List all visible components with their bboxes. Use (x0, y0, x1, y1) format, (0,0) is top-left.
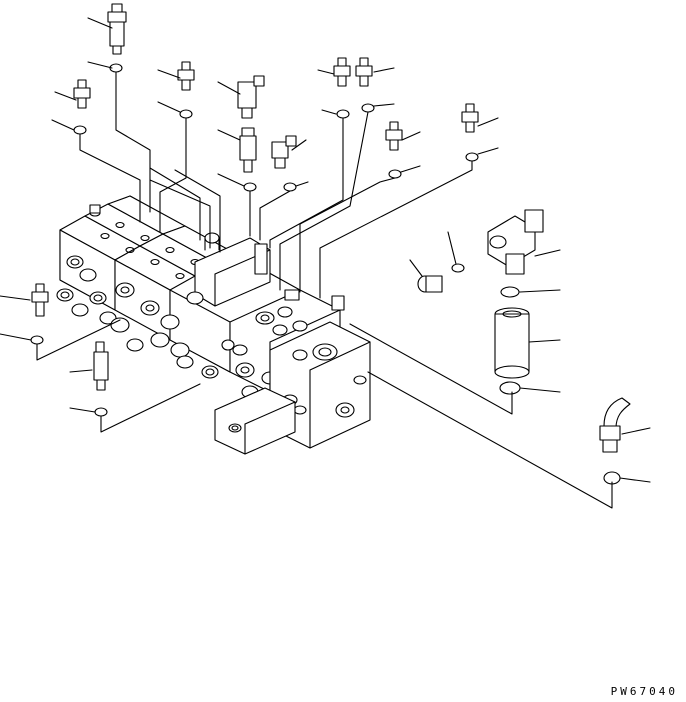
nipple-fitting-icon (385, 121, 403, 151)
nipple-fitting-icon (333, 57, 351, 87)
plug-bolt-icon (417, 275, 443, 293)
o-ring-icon (499, 381, 521, 395)
elbow-fitting-icon (487, 209, 544, 275)
nipple-fitting-icon (177, 61, 195, 91)
fitting-parts-left (31, 3, 297, 391)
o-ring-icon (451, 263, 465, 273)
hose-elbow-icon (599, 397, 631, 453)
nipple-fitting-icon (73, 79, 91, 109)
control-valve-assembly (56, 195, 371, 455)
callout-leaders (0, 17, 651, 509)
fitting-parts-right (333, 57, 631, 485)
elbow-fitting-icon (237, 75, 265, 119)
o-ring-icon (500, 286, 520, 298)
connector-fitting-icon (107, 3, 127, 55)
nipple-fitting-icon (461, 103, 479, 133)
connector-fitting-icon (93, 341, 109, 391)
sleeve-fitting-icon (494, 307, 530, 379)
connector-fitting-icon (239, 127, 257, 173)
nipple-fitting-icon (355, 57, 373, 87)
drawing-code: PW67040 (610, 685, 678, 698)
spool-caps (56, 255, 219, 379)
elbow-fitting-icon (271, 135, 297, 169)
nipple-fitting-icon (31, 283, 49, 317)
